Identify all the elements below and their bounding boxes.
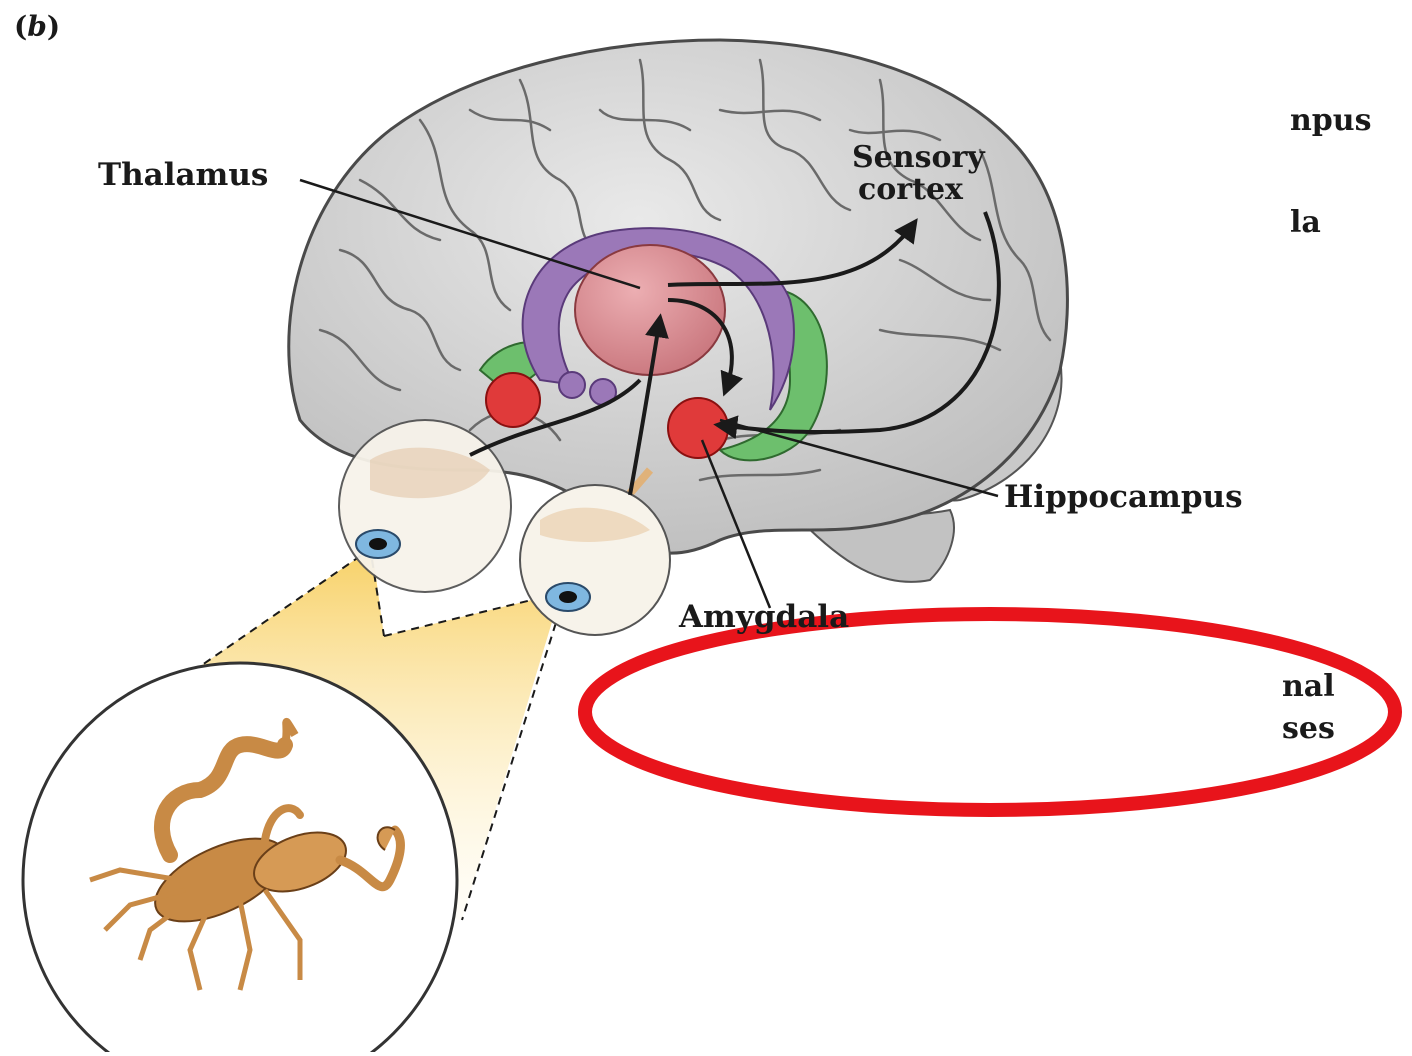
- cut-off-text-3: nal: [1282, 670, 1335, 704]
- mammillary-body-left: [559, 372, 585, 398]
- panel-label: (b): [14, 10, 60, 44]
- amygdala-label: Amygdala: [679, 600, 849, 634]
- panel-letter: b: [27, 10, 47, 43]
- sensory-cortex-label-line2: cortex: [852, 172, 963, 207]
- annotation-ellipse: [585, 614, 1395, 810]
- amygdala-structure: [668, 398, 728, 458]
- thalamus-structure: [575, 245, 725, 375]
- cut-off-text-4: ses: [1282, 712, 1335, 746]
- thalamus-label: Thalamus: [98, 158, 268, 192]
- amygdala-front: [486, 373, 540, 427]
- cut-off-text-2: la: [1290, 206, 1321, 240]
- cut-off-text-1: npus: [1290, 104, 1372, 138]
- hippocampus-label: Hippocampus: [1004, 480, 1243, 514]
- sensory-cortex-label-line1: Sensory: [852, 140, 985, 175]
- eye-icon: [520, 485, 670, 635]
